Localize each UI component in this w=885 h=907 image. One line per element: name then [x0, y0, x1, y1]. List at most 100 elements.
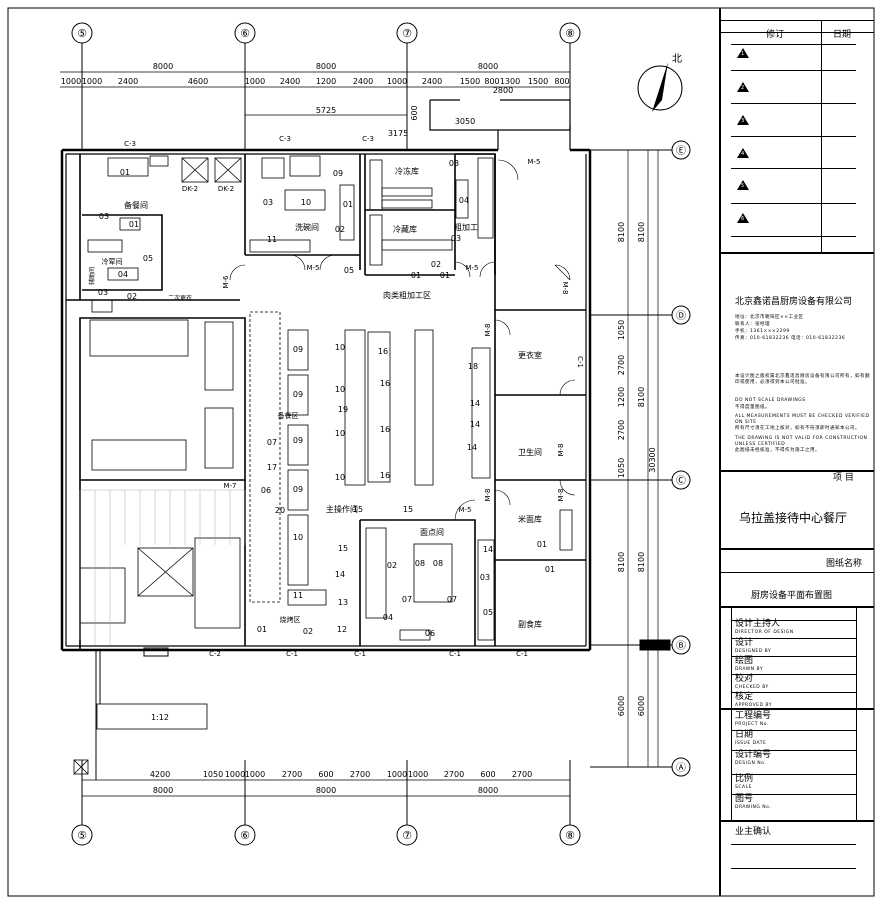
- axis-8-top: ⑧: [565, 27, 575, 40]
- svg-text:6000: 6000: [637, 696, 646, 716]
- drawing-no-cn: 图号: [735, 794, 754, 804]
- svg-text:1000: 1000: [245, 77, 265, 86]
- svg-text:8100: 8100: [637, 387, 646, 407]
- drawing-no-en: DRAWING No.: [735, 805, 772, 810]
- svg-text:14: 14: [467, 443, 477, 452]
- svg-text:8000: 8000: [316, 786, 336, 795]
- revision-header: 修订: [766, 30, 785, 40]
- company-info-3: 手机：1361×××2299: [735, 329, 790, 334]
- window-c3-b: C-3: [279, 135, 291, 143]
- window-c2: C-2: [209, 650, 221, 658]
- axis-E: Ⓔ: [676, 145, 686, 157]
- svg-text:08: 08: [415, 559, 425, 568]
- room-main: 主操作间: [326, 504, 358, 514]
- svg-text:03: 03: [451, 234, 461, 243]
- room-toilet: 卫生间: [518, 447, 542, 457]
- project-no-cn: 工程编号: [735, 711, 772, 721]
- room-rice: 米面库: [518, 514, 542, 524]
- svg-text:1000: 1000: [61, 77, 81, 86]
- svg-text:1050: 1050: [617, 458, 626, 478]
- dim-top-3: 8000: [478, 62, 498, 71]
- svg-text:15: 15: [338, 544, 348, 553]
- svg-text:2400: 2400: [422, 77, 442, 86]
- not-valid-en: THE DRAWING IS NOT VALID FOR CONSTRUCTIO…: [735, 436, 868, 447]
- svg-text:13: 13: [338, 598, 348, 607]
- door-m7: M-7: [223, 482, 236, 490]
- scale-cn: 比例: [735, 774, 754, 784]
- sig-approved-en: APPROVED BY: [735, 703, 773, 708]
- svg-text:17: 17: [267, 463, 277, 472]
- company-name: 北京鑫诺昌厨房设备有限公司: [735, 297, 853, 307]
- svg-text:20: 20: [275, 506, 285, 515]
- project-no-en: PROJECT No.: [735, 722, 769, 727]
- north-arrow-icon: 北: [637, 53, 683, 112]
- company-info-2: 联系人：张经理: [735, 322, 770, 327]
- sig-director-cn: 设计主持人: [735, 619, 781, 629]
- room-aux: 辅助间: [88, 267, 96, 285]
- ramp-slope: 1:12: [151, 713, 169, 722]
- svg-text:19: 19: [338, 405, 348, 414]
- company-info-4: 传真：010-61832236 电话：010-61832236: [735, 336, 846, 341]
- sig-drawn-en: DRAWN BY: [735, 667, 764, 672]
- svg-text:2800: 2800: [493, 86, 513, 95]
- sig-designer-cn: 设计: [735, 638, 754, 648]
- interior-partitions: [66, 153, 586, 650]
- svg-text:15: 15: [353, 505, 363, 514]
- svg-text:3175: 3175: [388, 129, 408, 138]
- door-m5-c: M-5: [527, 158, 540, 166]
- svg-text:2700: 2700: [282, 770, 302, 779]
- svg-text:1500: 1500: [460, 77, 480, 86]
- door-m6: M-6: [222, 275, 230, 289]
- window-c3-a: C-3: [124, 140, 136, 148]
- svg-text:1200: 1200: [617, 387, 626, 407]
- svg-text:10: 10: [335, 343, 345, 352]
- svg-text:8100: 8100: [637, 222, 646, 242]
- svg-text:6000: 6000: [617, 696, 626, 716]
- copyright-note: 本设计图之版权属北京鑫诺昌厨房设备有限公司所有，如有翻印或使用，必须得到本公司批…: [735, 374, 870, 385]
- room-dishwash: 洗碗间: [295, 222, 319, 232]
- svg-text:03: 03: [480, 573, 490, 582]
- svg-text:03: 03: [263, 198, 273, 207]
- svg-text:03: 03: [449, 159, 459, 168]
- room-roast: 烧烤区: [280, 615, 301, 624]
- door-m5-d: M-5: [458, 506, 471, 514]
- svg-text:2700: 2700: [444, 770, 464, 779]
- svg-text:1000: 1000: [408, 770, 428, 779]
- svg-text:2400: 2400: [353, 77, 373, 86]
- project-label: 项 目: [833, 473, 854, 483]
- svg-text:10: 10: [293, 533, 303, 542]
- axis-5-bottom: ⑤: [77, 829, 87, 842]
- svg-text:8100: 8100: [617, 222, 626, 242]
- axis-7-top: ⑦: [402, 27, 412, 40]
- room-cold-storage: 冷藏库: [393, 224, 417, 234]
- window-c1-e: C-1: [576, 356, 584, 368]
- door-m8-a: M-8: [484, 323, 492, 336]
- axis-D: Ⓓ: [676, 310, 686, 322]
- svg-text:02: 02: [335, 225, 345, 234]
- svg-text:800: 800: [484, 77, 499, 86]
- room-locker: 更衣室: [518, 350, 542, 360]
- svg-text:14: 14: [335, 570, 345, 579]
- door-m8-c: M-8: [484, 488, 492, 501]
- svg-text:01: 01: [120, 168, 130, 177]
- window-c1-b: C-1: [354, 650, 366, 658]
- company-info-1: 地址：北京市朝阳区××工业区: [735, 315, 804, 320]
- svg-text:4200: 4200: [150, 770, 170, 779]
- design-no-cn: 设计编号: [735, 750, 772, 760]
- axis-6-top: ⑥: [240, 27, 250, 40]
- svg-text:09: 09: [333, 169, 343, 178]
- svg-text:4600: 4600: [188, 77, 208, 86]
- svg-text:16: 16: [380, 471, 390, 480]
- svg-text:09: 09: [293, 485, 303, 494]
- equipment-layout: [73, 155, 573, 775]
- grid-axis-top: [71, 22, 581, 150]
- sig-approved-cn: 核定: [735, 692, 754, 702]
- drawing-label: 图纸名称: [826, 559, 863, 569]
- svg-text:18: 18: [468, 362, 478, 371]
- svg-text:10: 10: [301, 198, 311, 207]
- drawing-name: 厨房设备平面布置图: [751, 591, 833, 601]
- svg-text:05: 05: [143, 254, 153, 263]
- issue-date-cn: 日期: [735, 730, 754, 740]
- svg-text:01: 01: [537, 540, 547, 549]
- svg-text:800: 800: [554, 77, 569, 86]
